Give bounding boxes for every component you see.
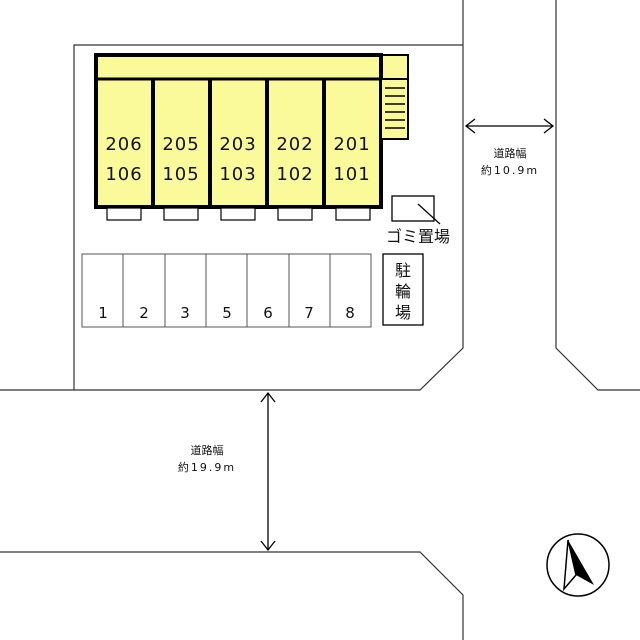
parking-space-number: 8 bbox=[345, 304, 355, 322]
parking-space-number: 6 bbox=[263, 304, 273, 322]
apartment-building: 206 106 205 105 203 103 202 102 201 101 bbox=[94, 53, 409, 209]
right-road-left-edge bbox=[0, 0, 464, 391]
unit-number-upper: 205 bbox=[162, 134, 199, 155]
right-road-right-edge bbox=[555, 0, 640, 391]
outdoor-unit bbox=[220, 207, 256, 221]
unit-number-lower: 101 bbox=[333, 164, 370, 185]
unit-number-upper: 203 bbox=[219, 134, 256, 155]
outdoor-unit bbox=[335, 207, 371, 221]
parking-space-number: 1 bbox=[98, 304, 108, 322]
north-arrow-icon bbox=[546, 533, 610, 597]
right-road-dimension: 道路幅 約10.9m bbox=[464, 118, 555, 177]
unit-number-lower: 105 bbox=[162, 164, 199, 185]
unit-number-lower: 106 bbox=[105, 164, 142, 185]
parking-outline bbox=[81, 253, 372, 328]
staircase bbox=[380, 78, 409, 140]
outdoor-unit bbox=[106, 207, 142, 221]
unit-number-lower: 103 bbox=[219, 164, 256, 185]
outdoor-unit bbox=[163, 207, 199, 221]
outdoor-unit bbox=[277, 207, 313, 221]
bicycle-label-char: 場 bbox=[395, 303, 411, 322]
unit-number-lower: 102 bbox=[276, 164, 313, 185]
parking-lot: 1 2 3 5 6 7 8 bbox=[81, 253, 372, 328]
leader-line bbox=[417, 203, 441, 225]
parking-space-number: 2 bbox=[139, 304, 149, 322]
road-width-title: 道路幅 bbox=[191, 443, 224, 457]
road-width-value: 約10.9m bbox=[481, 163, 539, 177]
road-width-value: 約19.9m bbox=[178, 460, 236, 474]
parking-space-number: 5 bbox=[222, 304, 232, 322]
outdoor-units bbox=[106, 207, 371, 221]
road-width-title: 道路幅 bbox=[494, 146, 527, 160]
parking-space-number: 7 bbox=[304, 304, 314, 322]
parking-space-number: 3 bbox=[180, 304, 190, 322]
bicycle-label-char: 輪 bbox=[395, 282, 411, 301]
bottom-road-lower-edge bbox=[0, 551, 464, 640]
bicycle-label-char: 駐 bbox=[395, 261, 411, 280]
unit-number-upper: 202 bbox=[276, 134, 313, 155]
unit-number-upper: 206 bbox=[105, 134, 142, 155]
garbage-label: ゴミ置場 bbox=[386, 227, 450, 246]
garbage-area: ゴミ置場 bbox=[386, 195, 450, 246]
bicycle-parking: 駐 輪 場 bbox=[382, 253, 424, 326]
bottom-road-dimension: 道路幅 約19.9m bbox=[178, 391, 276, 552]
unit-number-upper: 201 bbox=[333, 134, 370, 155]
garbage-box bbox=[391, 195, 435, 222]
lot-boundary bbox=[73, 44, 463, 390]
bicycle-parking-box bbox=[382, 253, 424, 326]
